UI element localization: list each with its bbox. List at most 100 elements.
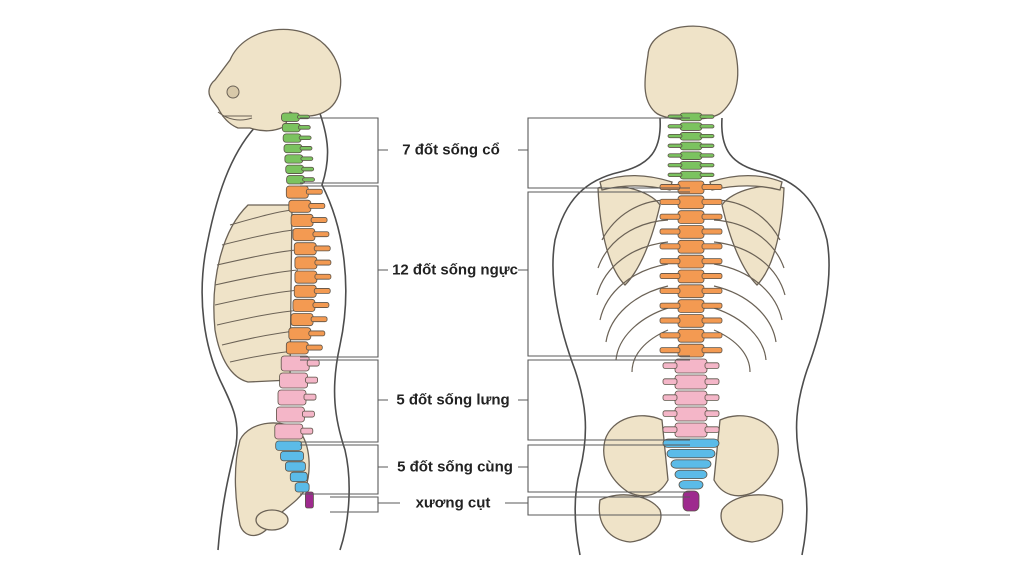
label-thoracic: 12 đốt sống ngực bbox=[392, 261, 518, 279]
side-vertebra-cervical bbox=[282, 133, 302, 143]
back-process-cervical bbox=[667, 143, 683, 148]
bracket-right-coccyx bbox=[505, 496, 690, 516]
back-process-lumbar bbox=[704, 378, 720, 385]
back-process-thoracic bbox=[701, 228, 723, 235]
back-right-ilium bbox=[713, 415, 779, 497]
side-process-thoracic bbox=[314, 259, 332, 266]
side-body-outline bbox=[201, 119, 263, 551]
side-vertebra-thoracic bbox=[288, 327, 312, 341]
back-right-hip bbox=[720, 494, 784, 543]
back-view-figure bbox=[552, 25, 830, 556]
side-vertebra-coccyx bbox=[305, 491, 314, 509]
back-vertebra-sacral bbox=[670, 459, 712, 469]
back-vertebra-sacral bbox=[678, 480, 704, 490]
side-vertebra-thoracic bbox=[294, 256, 318, 270]
side-vertebra-cervical bbox=[285, 164, 305, 174]
back-process-lumbar bbox=[662, 394, 678, 401]
bracket-right-thoracic bbox=[518, 191, 690, 357]
side-vertebra-sacral bbox=[275, 440, 303, 451]
back-process-thoracic bbox=[701, 332, 723, 339]
side-process-lumbar bbox=[306, 359, 320, 367]
side-vertebra-sacral bbox=[285, 461, 306, 472]
back-right-scapula bbox=[721, 185, 785, 286]
side-process-thoracic bbox=[314, 273, 332, 280]
back-process-thoracic bbox=[659, 287, 681, 294]
side-vertebra-sacral bbox=[289, 471, 308, 483]
back-process-lumbar bbox=[704, 426, 720, 433]
back-process-thoracic bbox=[659, 258, 681, 265]
bracket-right-lumbar bbox=[518, 359, 690, 441]
back-process-thoracic bbox=[659, 347, 681, 354]
side-process-lumbar bbox=[303, 393, 317, 401]
back-skull bbox=[644, 25, 739, 121]
side-vertebra-thoracic bbox=[294, 270, 318, 284]
back-vertebra-thoracic bbox=[677, 269, 705, 284]
bracket-left-thoracic bbox=[300, 185, 388, 358]
back-process-lumbar bbox=[704, 362, 720, 369]
side-process-thoracic bbox=[313, 245, 331, 252]
back-left-scapula bbox=[597, 185, 661, 286]
back-process-cervical bbox=[667, 163, 683, 168]
side-vertebra-cervical bbox=[283, 143, 303, 154]
side-vertebra-cervical bbox=[281, 112, 300, 122]
back-vertebra-cervical bbox=[679, 170, 703, 180]
back-vertebra-lumbar bbox=[674, 374, 708, 390]
back-process-thoracic bbox=[701, 317, 723, 324]
side-rib-cage bbox=[213, 204, 305, 383]
back-process-thoracic bbox=[659, 213, 681, 220]
back-process-cervical bbox=[667, 153, 683, 158]
side-vertebra-lumbar bbox=[279, 372, 309, 389]
side-vertebra-sacral bbox=[294, 482, 310, 493]
back-vertebra-cervical bbox=[679, 112, 703, 122]
back-process-cervical bbox=[667, 124, 683, 129]
side-process-cervical bbox=[299, 146, 313, 151]
back-process-cervical bbox=[699, 143, 715, 148]
back-process-thoracic bbox=[701, 287, 723, 294]
back-vertebra-lumbar bbox=[674, 390, 708, 406]
back-process-cervical bbox=[699, 124, 715, 129]
back-vertebra-cervical bbox=[679, 122, 703, 131]
side-process-cervical bbox=[300, 156, 314, 161]
back-process-cervical bbox=[667, 133, 683, 139]
back-process-thoracic bbox=[701, 198, 723, 205]
side-vertebra-thoracic bbox=[290, 313, 314, 327]
back-vertebra-thoracic bbox=[677, 343, 705, 358]
back-vertebra-thoracic bbox=[677, 254, 705, 269]
side-process-cervical bbox=[301, 166, 315, 172]
side-process-thoracic bbox=[310, 217, 328, 223]
bracket-left-coccyx bbox=[330, 496, 400, 513]
side-process-cervical bbox=[297, 125, 311, 130]
side-process-thoracic bbox=[312, 302, 330, 308]
side-vertebra-lumbar bbox=[280, 355, 310, 372]
side-vertebra-thoracic bbox=[293, 242, 317, 256]
side-eye-socket bbox=[226, 85, 240, 99]
back-process-cervical bbox=[699, 114, 715, 119]
back-process-thoracic bbox=[659, 302, 681, 309]
bracket-left-lumbar bbox=[300, 359, 388, 443]
back-vertebra-lumbar bbox=[674, 358, 708, 374]
back-left-ilium bbox=[603, 415, 669, 497]
side-vertebra-thoracic bbox=[290, 213, 314, 227]
side-vertebra-thoracic bbox=[285, 185, 309, 199]
back-process-thoracic bbox=[659, 317, 681, 324]
side-process-lumbar bbox=[301, 410, 315, 418]
side-vertebra-thoracic bbox=[288, 199, 312, 213]
back-process-thoracic bbox=[659, 228, 681, 235]
back-process-cervical bbox=[667, 172, 683, 177]
back-vertebra-cervical bbox=[679, 161, 703, 170]
side-process-thoracic bbox=[310, 316, 328, 323]
side-process-cervical bbox=[302, 177, 315, 182]
back-vertebra-cervical bbox=[679, 141, 703, 151]
back-vertebra-thoracic bbox=[677, 210, 705, 224]
side-process-lumbar bbox=[300, 427, 314, 435]
side-vertebra-sacral bbox=[280, 450, 304, 462]
side-process-thoracic bbox=[308, 330, 326, 337]
back-body-outline-left bbox=[552, 117, 661, 556]
back-vertebra-sacral bbox=[666, 448, 716, 459]
back-vertebra-thoracic bbox=[677, 195, 705, 210]
back-vertebra-thoracic bbox=[677, 239, 705, 254]
side-process-cervical bbox=[298, 135, 312, 141]
back-vertebra-thoracic bbox=[677, 328, 705, 343]
back-process-thoracic bbox=[701, 347, 723, 354]
